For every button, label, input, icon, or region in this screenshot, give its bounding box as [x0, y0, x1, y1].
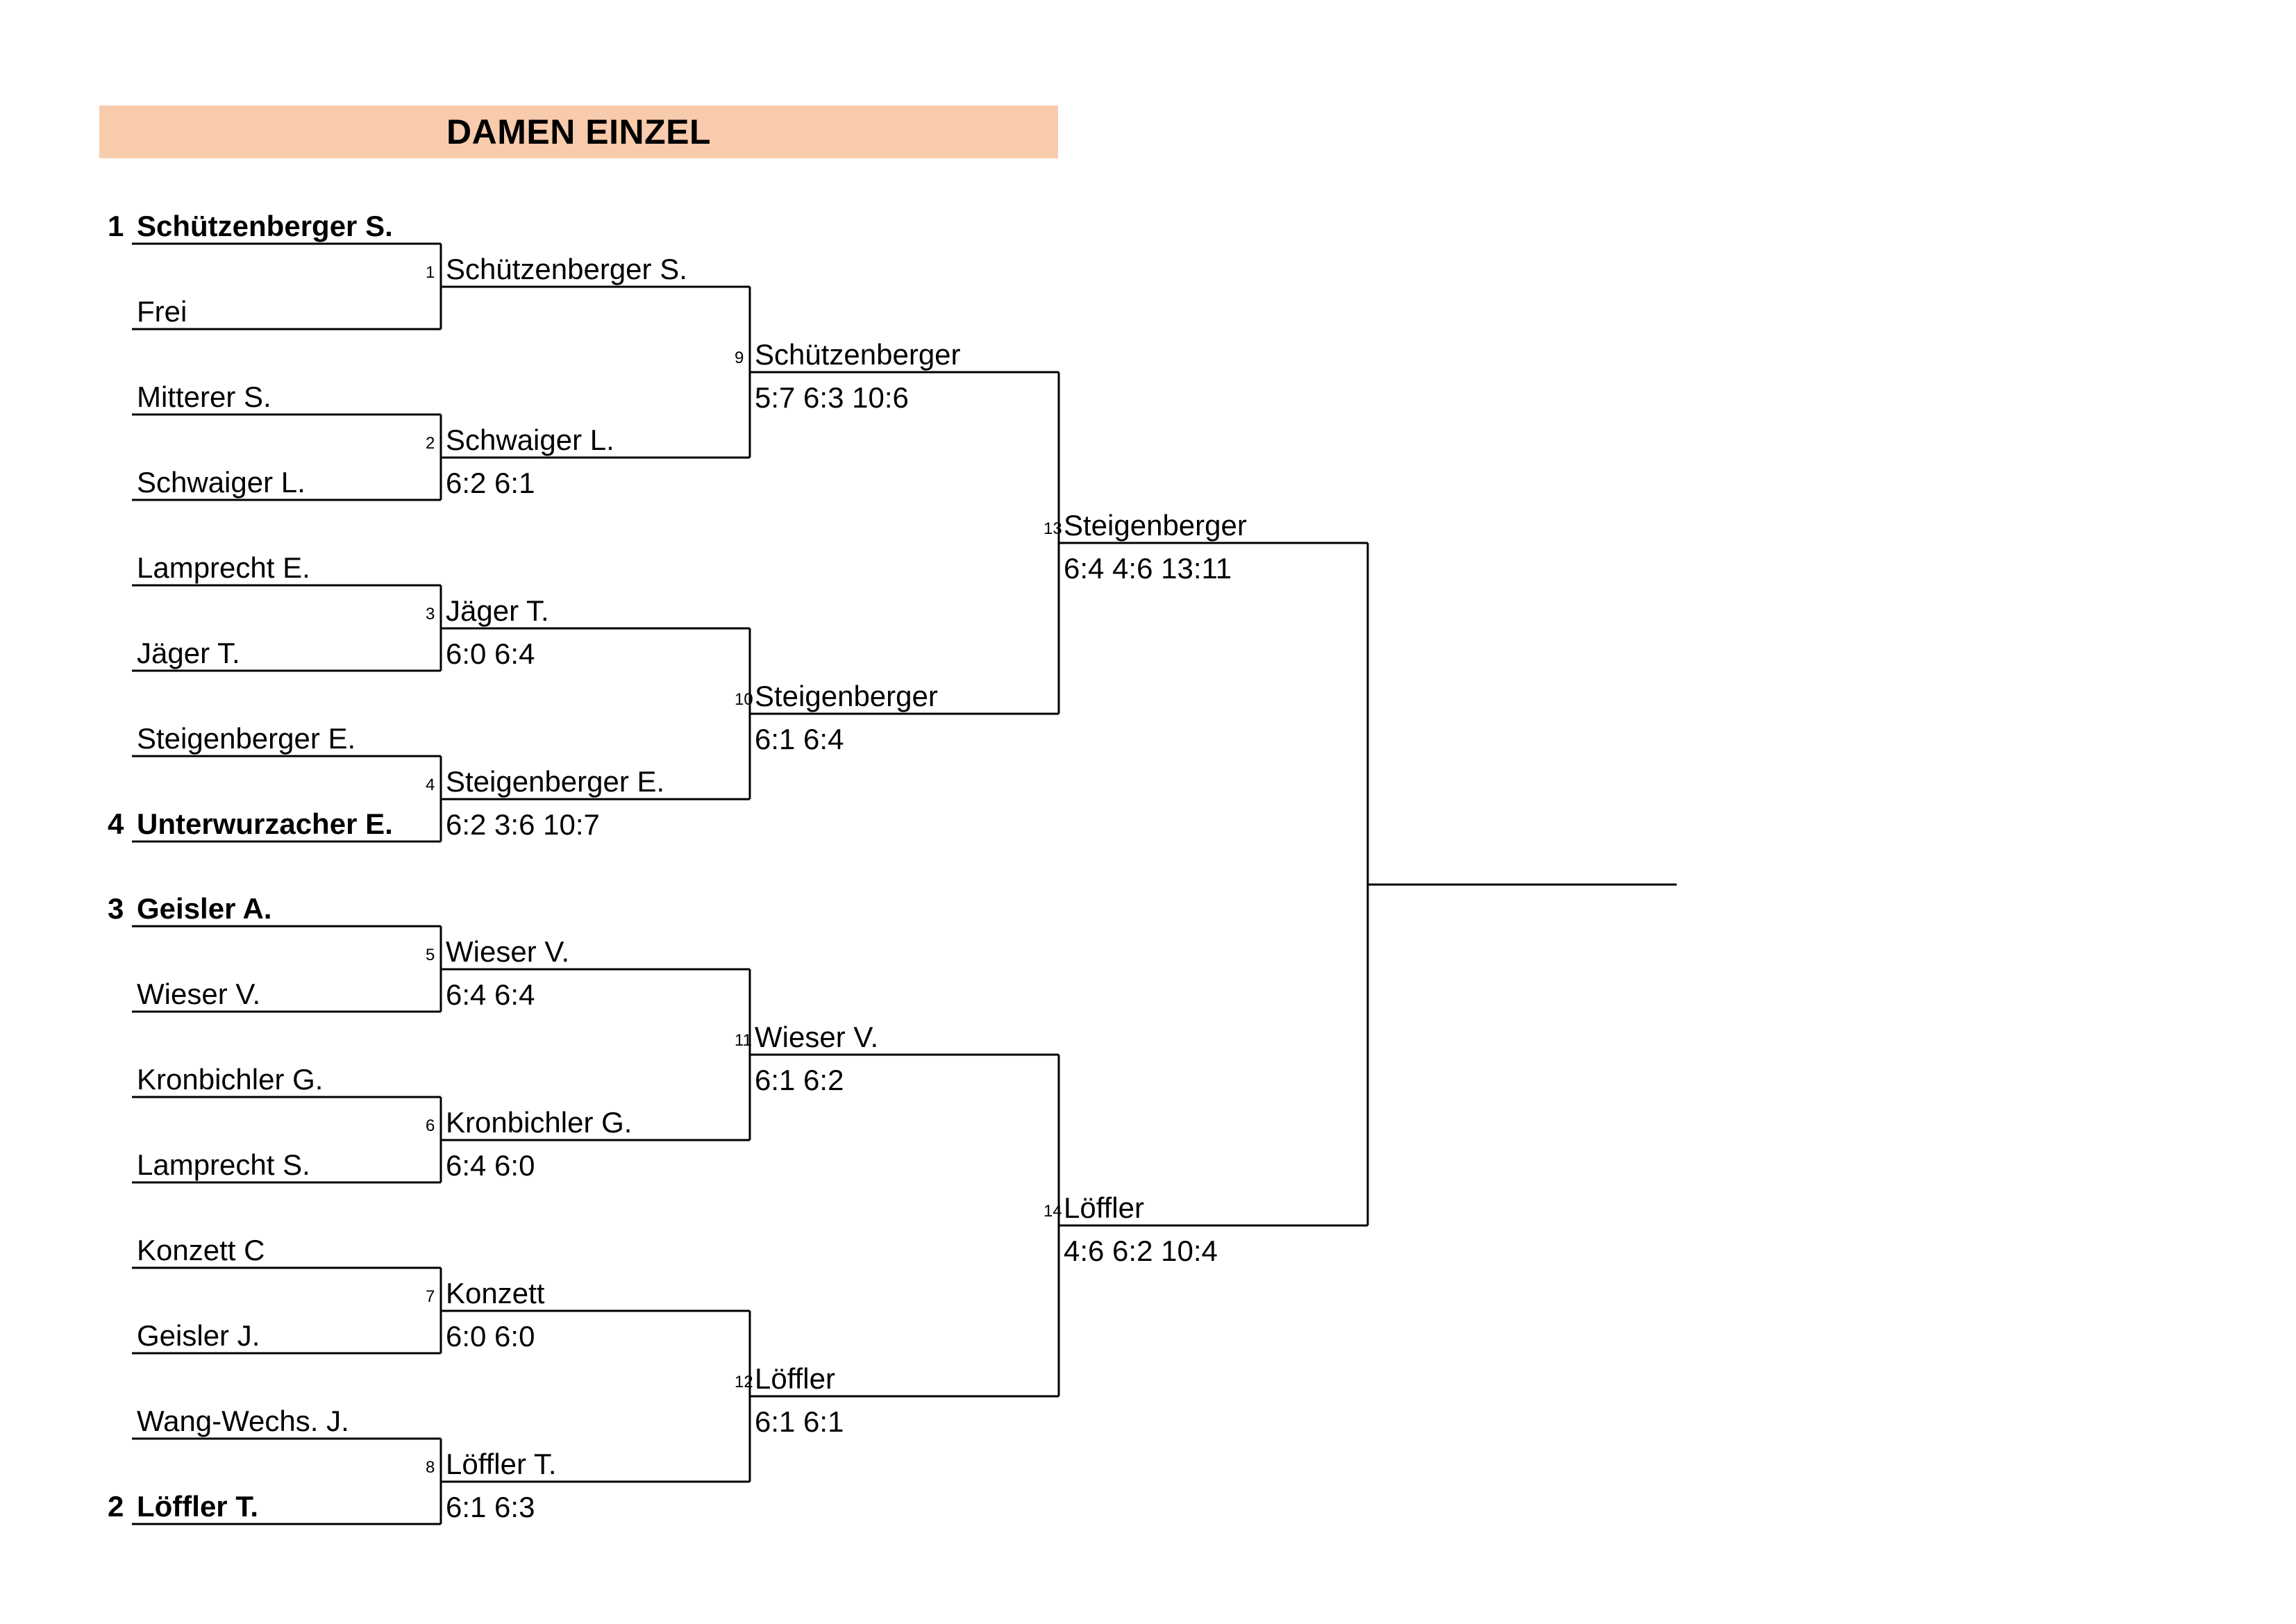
match-winner: Schützenberger S.: [446, 253, 687, 285]
player-name: Geisler A.: [137, 892, 272, 925]
match-score: 6:1 6:1: [755, 1405, 844, 1438]
player-name: Steigenberger E.: [137, 722, 356, 755]
match-number: 9: [735, 349, 744, 367]
player-name: Schützenberger S.: [137, 210, 393, 242]
player-name: Unterwurzacher E.: [137, 807, 393, 840]
match-winner: Schwaiger L.: [446, 424, 614, 456]
player-name: Frei: [137, 295, 187, 328]
match-score: 6:2 6:1: [446, 467, 535, 499]
match-score: 6:4 6:0: [446, 1149, 535, 1182]
match-winner: Jäger T.: [446, 594, 549, 627]
match-winner: Wieser V.: [446, 935, 570, 968]
match-number: 13: [1044, 519, 1062, 538]
match-number: 3: [426, 605, 435, 623]
match-score: 6:2 3:6 10:7: [446, 808, 600, 841]
match-score: 4:6 6:2 10:4: [1064, 1234, 1218, 1267]
match-number: 12: [735, 1373, 753, 1391]
match-winner: Steigenberger: [755, 680, 938, 712]
match-number: 11: [735, 1031, 752, 1050]
match-score: 6:0 6:0: [446, 1320, 535, 1353]
match-winner: Steigenberger: [1064, 509, 1247, 542]
match-winner: Schützenberger: [755, 338, 961, 371]
player-name: Wang-Wechs. J.: [137, 1405, 349, 1437]
match-winner: Wieser V.: [755, 1021, 879, 1053]
match-winner: Löffler: [755, 1362, 835, 1395]
match-winner: Konzett: [446, 1277, 545, 1309]
match-winner: Löffler: [1064, 1191, 1144, 1224]
match-number: 10: [735, 690, 753, 709]
match-score: 6:1 6:4: [755, 723, 844, 755]
match-score: 6:1 6:2: [755, 1064, 844, 1096]
page-title: DAMEN EINZEL: [446, 112, 711, 151]
player-name: Konzett C: [137, 1234, 265, 1266]
seed-number: 3: [108, 892, 124, 925]
player-name: Geisler J.: [137, 1319, 260, 1352]
match-number: 2: [426, 434, 435, 453]
player-name: Jäger T.: [137, 637, 240, 669]
match-number: 6: [426, 1116, 435, 1135]
match-number: 7: [426, 1287, 435, 1306]
player-name: Lamprecht E.: [137, 551, 310, 584]
match-number: 5: [426, 946, 435, 964]
match-winner: Steigenberger E.: [446, 765, 665, 798]
match-score: 6:4 6:4: [446, 978, 535, 1011]
match-score: 6:1 6:3: [446, 1491, 535, 1523]
match-number: 1: [426, 263, 435, 282]
player-name: Wieser V.: [137, 978, 261, 1010]
player-name: Lamprecht S.: [137, 1148, 310, 1181]
match-number: 4: [426, 776, 435, 794]
seed-number: 1: [108, 210, 124, 242]
match-number: 8: [426, 1458, 435, 1477]
match-score: 5:7 6:3 10:6: [755, 381, 909, 414]
seed-number: 2: [108, 1490, 124, 1523]
player-name: Schwaiger L.: [137, 466, 305, 499]
title-bar: DAMEN EINZEL: [99, 106, 1058, 158]
player-name: Löffler T.: [137, 1490, 258, 1523]
player-name: Kronbichler G.: [137, 1063, 324, 1096]
match-number: 14: [1044, 1202, 1062, 1221]
match-score: 6:4 4:6 13:11: [1064, 552, 1232, 585]
player-name: Mitterer S.: [137, 380, 271, 413]
seed-number: 4: [108, 807, 124, 840]
match-winner: Kronbichler G.: [446, 1106, 632, 1139]
match-score: 6:0 6:4: [446, 637, 535, 670]
match-winner: Löffler T.: [446, 1448, 557, 1480]
